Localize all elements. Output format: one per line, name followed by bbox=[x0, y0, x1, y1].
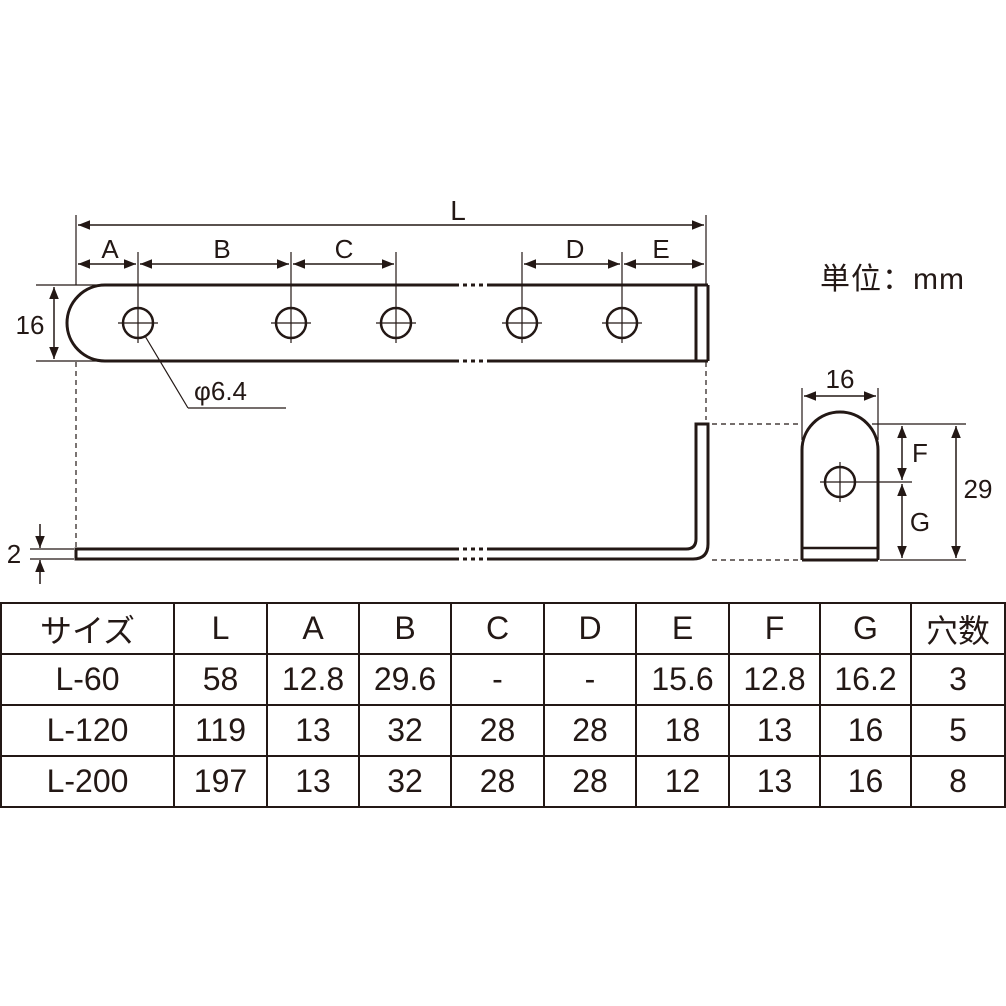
table-cell: 28 bbox=[543, 755, 637, 808]
table-cell: 119 bbox=[173, 704, 268, 757]
label-G: G bbox=[910, 507, 930, 537]
header-A: A bbox=[266, 602, 360, 655]
table-cell: 13 bbox=[266, 704, 360, 757]
hole-5 bbox=[602, 303, 642, 343]
table-row: L-200 197 13 32 28 28 12 13 16 8 bbox=[0, 755, 1006, 808]
table-row: L-60 58 12.8 29.6 - - 15.6 12.8 16.2 3 bbox=[0, 653, 1006, 706]
bar-break-marks bbox=[455, 283, 490, 363]
extension-lines bbox=[36, 215, 707, 362]
label-B: B bbox=[213, 234, 230, 264]
header-hole-count: 穴数 bbox=[910, 602, 1006, 655]
table-cell: 13 bbox=[728, 704, 821, 757]
svg-text:L: L bbox=[450, 195, 466, 226]
header-B: B bbox=[358, 602, 452, 655]
table-cell: L-120 bbox=[0, 704, 175, 757]
table-cell: 28 bbox=[543, 704, 637, 757]
table-cell: 32 bbox=[358, 755, 452, 808]
header-C: C bbox=[450, 602, 545, 655]
hole-4 bbox=[502, 303, 542, 343]
table-cell: 12.8 bbox=[266, 653, 360, 706]
dimension-height: 16 bbox=[16, 287, 59, 359]
header-F: F bbox=[728, 602, 821, 655]
hole-diameter-leader: φ6.4 bbox=[144, 335, 286, 409]
unit-label: 単位：mm bbox=[820, 263, 965, 296]
header-D: D bbox=[543, 602, 637, 655]
label-E: E bbox=[652, 234, 669, 264]
svg-text:φ6.4: φ6.4 bbox=[194, 376, 247, 406]
table-cell: 18 bbox=[635, 704, 730, 757]
table-cell: - bbox=[450, 653, 545, 706]
table-cell: 8 bbox=[910, 755, 1006, 808]
table-cell: L-60 bbox=[0, 653, 175, 706]
svg-text:2: 2 bbox=[7, 539, 21, 569]
table-cell: 5 bbox=[910, 704, 1006, 757]
table-cell: 28 bbox=[450, 704, 545, 757]
table-cell: 12.8 bbox=[728, 653, 821, 706]
table-cell: 28 bbox=[450, 755, 545, 808]
hole-2 bbox=[271, 303, 311, 343]
header-E: E bbox=[635, 602, 730, 655]
dimension-thickness: 2 bbox=[7, 524, 74, 584]
bar-top-view bbox=[65, 283, 710, 363]
table-cell: 197 bbox=[173, 755, 268, 808]
dimension-L: L bbox=[78, 195, 704, 230]
table-cell: 16.2 bbox=[819, 653, 912, 706]
table-cell: 32 bbox=[358, 704, 452, 757]
table-cell: 58 bbox=[173, 653, 268, 706]
technical-drawing: L A B C D E 16 φ6.4 bbox=[7, 195, 993, 584]
mounting-holes bbox=[118, 303, 642, 343]
header-L: L bbox=[173, 602, 268, 655]
spec-table: サイズ L A B C D E F G 穴数 L-60 58 12.8 29.6… bbox=[0, 602, 1006, 808]
table-cell: 12 bbox=[635, 755, 730, 808]
projection-lines bbox=[75, 362, 802, 561]
side-break-marks bbox=[455, 547, 490, 561]
table-row: L-120 119 13 32 28 28 18 13 16 5 bbox=[0, 704, 1006, 757]
table-cell: 16 bbox=[819, 755, 912, 808]
label-end-height: 29 bbox=[964, 474, 993, 504]
hole-3 bbox=[376, 303, 416, 343]
label-D: D bbox=[566, 234, 585, 264]
table-cell: 13 bbox=[266, 755, 360, 808]
bar-side-view bbox=[74, 422, 710, 561]
end-view bbox=[800, 410, 880, 562]
header-size: サイズ bbox=[0, 602, 175, 655]
svg-text:16: 16 bbox=[16, 310, 45, 340]
table-cell: 15.6 bbox=[635, 653, 730, 706]
table-cell: 3 bbox=[910, 653, 1006, 706]
table-cell: - bbox=[543, 653, 637, 706]
table-cell: 16 bbox=[819, 704, 912, 757]
label-C: C bbox=[335, 234, 354, 264]
label-A: A bbox=[101, 234, 119, 264]
dimension-F-G-29 bbox=[872, 423, 966, 561]
table-header-row: サイズ L A B C D E F G 穴数 bbox=[0, 602, 1006, 655]
label-end-width: 16 bbox=[826, 364, 855, 394]
header-G: G bbox=[819, 602, 912, 655]
table-cell: L-200 bbox=[0, 755, 175, 808]
dimension-end-width bbox=[801, 388, 879, 440]
table-cell: 29.6 bbox=[358, 653, 452, 706]
hole-1 bbox=[118, 303, 158, 343]
label-F: F bbox=[912, 438, 928, 468]
table-cell: 13 bbox=[728, 755, 821, 808]
